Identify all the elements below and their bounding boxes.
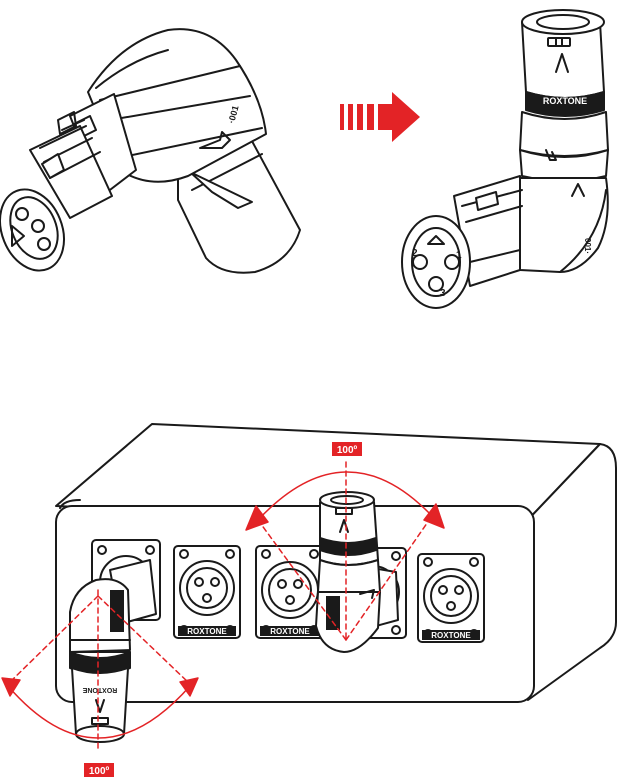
svg-text:100º: 100º bbox=[89, 766, 110, 777]
rotation-arc-bottom bbox=[1, 589, 199, 751]
socket-2: ROXTONE bbox=[173, 545, 241, 639]
svg-text:100º: 100º bbox=[337, 445, 358, 456]
plug-angled-brand: ROXTONE bbox=[82, 686, 117, 693]
rotation-arc-top bbox=[245, 461, 445, 641]
arrow-right-icon bbox=[340, 92, 420, 142]
angle-label-top: 100º bbox=[332, 442, 362, 456]
plug-upright bbox=[315, 491, 399, 653]
connector-after: ROXTONE 001· 2 1 3 bbox=[401, 9, 609, 309]
angle-label-bottom: 100º bbox=[84, 763, 114, 777]
elbow-marking-text: ·001 bbox=[226, 105, 240, 125]
socket-3: ROXTONE bbox=[255, 545, 325, 639]
pin-label-1: 1 bbox=[456, 250, 462, 261]
connector-before: ·001 bbox=[0, 28, 301, 274]
elbow-marking-text-2: 001· bbox=[583, 238, 592, 254]
pin-label-3: 3 bbox=[440, 288, 446, 299]
socket-2-brand: ROXTONE bbox=[187, 627, 227, 636]
pin-label-2: 2 bbox=[412, 248, 418, 259]
socket-5-brand: ROXTONE bbox=[431, 631, 471, 640]
socket-3-brand: ROXTONE bbox=[270, 627, 310, 636]
socket-5: ROXTONE bbox=[417, 553, 485, 643]
brand-label-top: ROXTONE bbox=[543, 96, 587, 106]
plug-angled: ROXTONE bbox=[69, 559, 157, 743]
